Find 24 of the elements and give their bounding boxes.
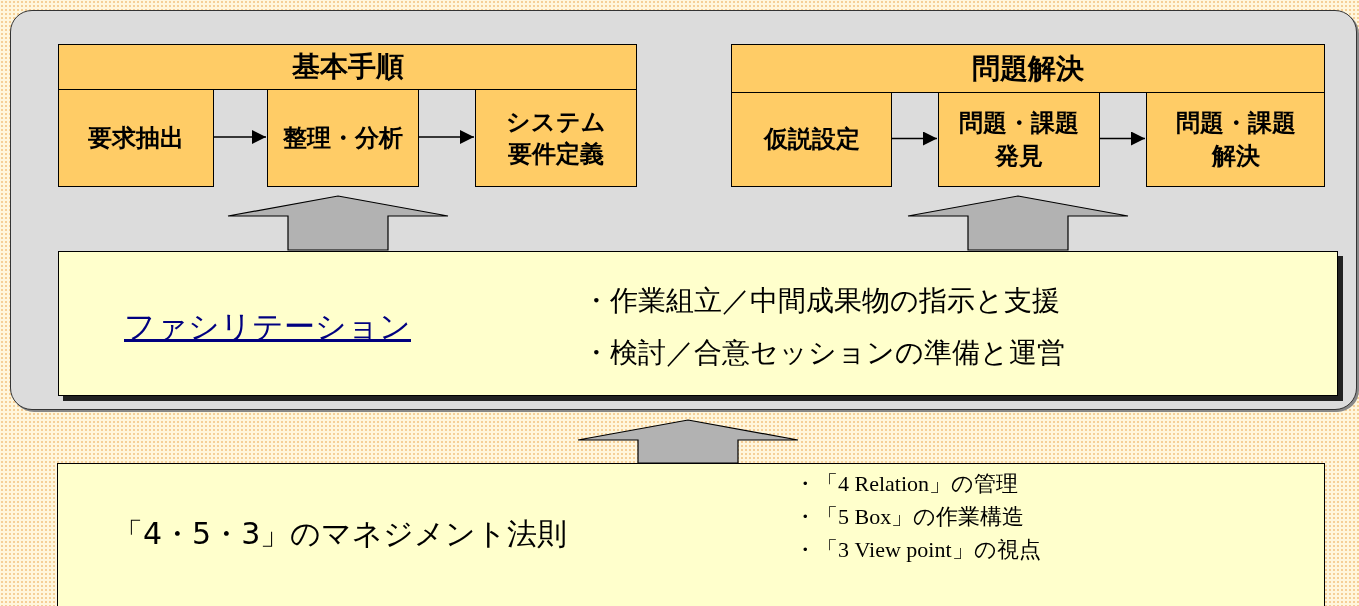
- arrow: [212, 130, 267, 144]
- info-box: [57, 463, 1325, 606]
- arrow: [890, 131, 938, 146]
- block-arrow: [227, 195, 449, 251]
- process-box: 問題・課題解決: [1146, 92, 1325, 187]
- block-arrow: [577, 419, 799, 464]
- bullet-item: ・「5 Box」の作業構造: [794, 503, 1025, 531]
- process-box: 問題・課題発見: [938, 92, 1100, 187]
- process-box: 整理・分析: [267, 89, 419, 187]
- header-band: 基本手順: [58, 44, 637, 90]
- bullet-item: ・「4 Relation」の管理: [794, 470, 1019, 498]
- header-band: 問題解決: [731, 44, 1325, 93]
- block-arrow: [907, 195, 1129, 251]
- bullet-item: ・検討／合意セッションの準備と運営: [582, 335, 1065, 371]
- process-box: 要求抽出: [58, 89, 214, 187]
- rounded-panel: [10, 10, 1357, 410]
- process-box: 仮説設定: [731, 92, 892, 187]
- arrow: [1098, 131, 1146, 146]
- underlined-heading: ファシリテーション: [124, 307, 411, 346]
- arrow: [417, 130, 475, 144]
- box-heading: 「4・5・3」のマネジメント法則: [113, 515, 568, 553]
- bullet-item: ・作業組立／中間成果物の指示と支援: [582, 283, 1060, 319]
- bullet-item: ・「3 View point」の視点: [794, 536, 1041, 564]
- process-box: システム要件定義: [475, 89, 637, 187]
